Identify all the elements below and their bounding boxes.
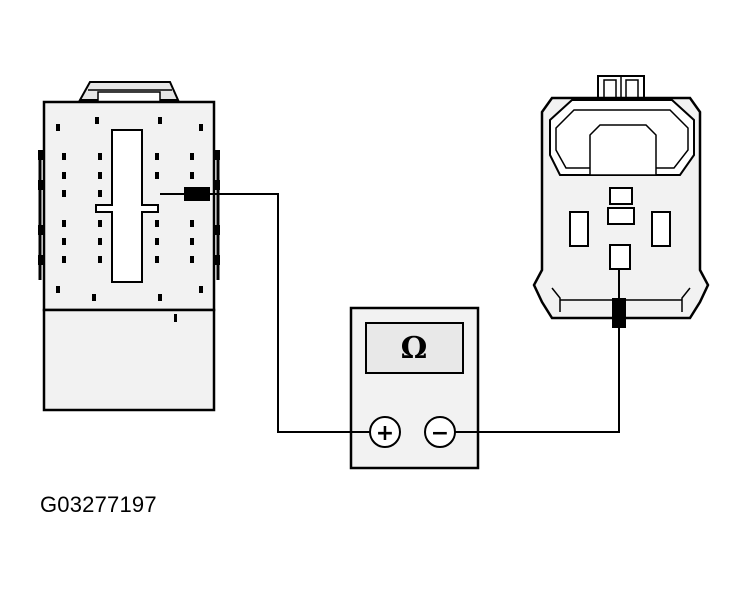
positive-lead — [210, 193, 370, 433]
right-probe-tip — [612, 298, 626, 328]
positive-terminal-label: + — [376, 421, 394, 446]
multimeter-ohm-symbol: Ω — [401, 331, 428, 366]
left-connector-housing — [42, 308, 216, 412]
left-probe-tip — [184, 187, 210, 201]
figure-caption: G03277197 — [40, 492, 157, 517]
multimeter — [349, 306, 480, 470]
multimeter-display — [365, 322, 464, 374]
test-leads — [210, 193, 620, 433]
left-connector-keyway — [95, 129, 159, 283]
negative-terminal-label: − — [431, 421, 449, 446]
negative-lead — [455, 328, 620, 433]
left-connector-pins — [38, 117, 220, 322]
left-connector — [38, 81, 220, 412]
right-connector — [532, 75, 710, 328]
